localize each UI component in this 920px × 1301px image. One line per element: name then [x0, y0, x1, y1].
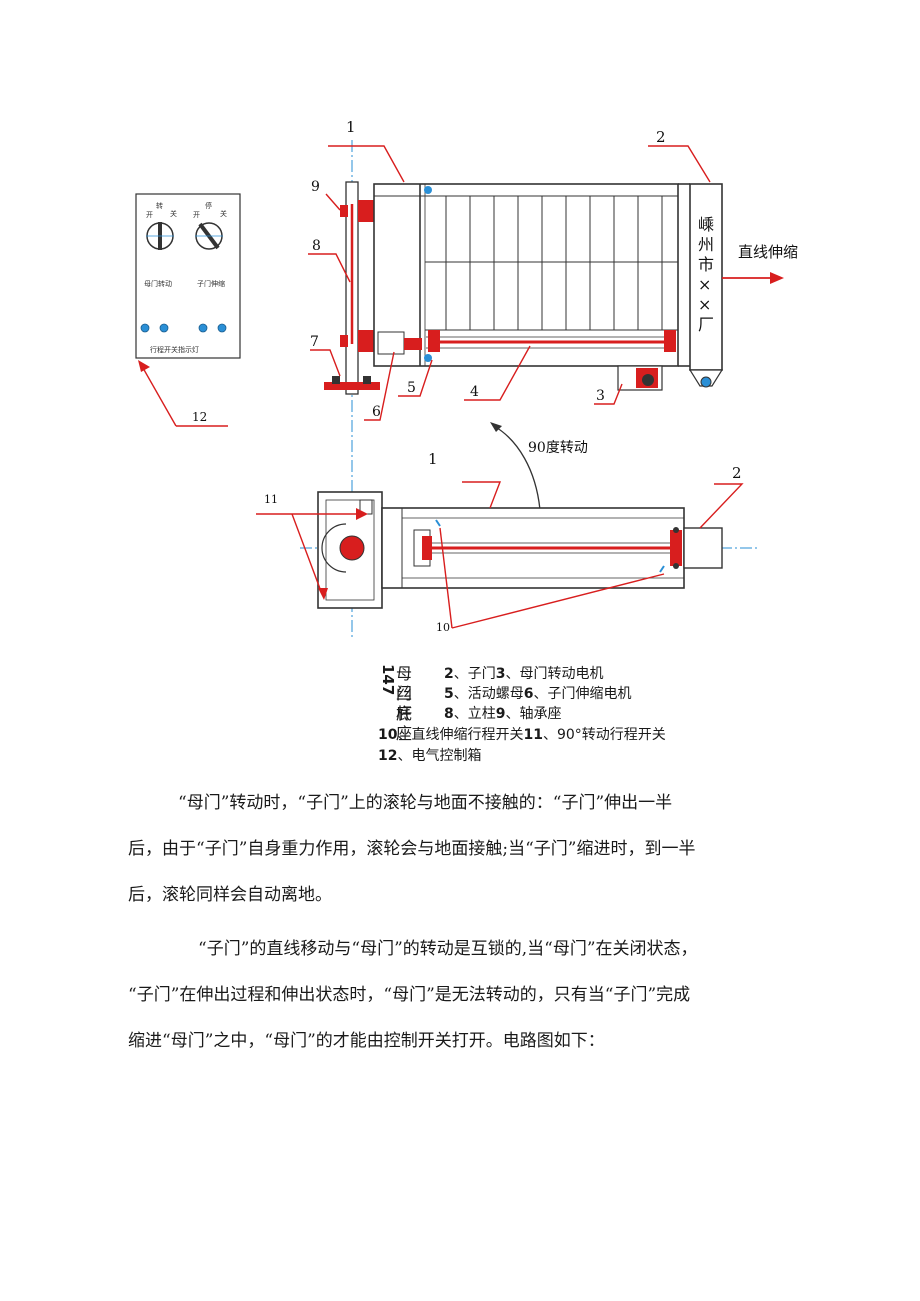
label-8: 8 [312, 238, 321, 254]
legend-row-1: 2、子门3、母门转动电机 [444, 666, 604, 682]
label-1-bottom: 1 [428, 450, 438, 468]
switch1-left-label: 开 [146, 211, 153, 219]
rotate-label: 90度转动 [528, 440, 588, 456]
svg-text:嵊: 嵊 [698, 215, 714, 234]
paragraph-1: “母门”转动时，“子门”上的滚轮与地面不接触的：“子门”伸出一半 后，由于“子门… [128, 788, 798, 918]
label-11: 11 [264, 493, 278, 506]
extend-label: 直线伸缩 [738, 243, 798, 261]
paragraph-2-line-2: “子门”在伸出过程和伸出状态时，“母门”是无法转动的，只有当“子门”完成 [128, 985, 691, 1005]
label-9: 9 [311, 179, 320, 195]
legend-item-mother-door: 母门 [396, 664, 413, 703]
child-door [689, 183, 723, 371]
paragraph-2-line-3: 缩进“母门”之中，“母门”的才能由控制开关打开。电路图如下： [128, 1031, 605, 1051]
control-box: 转 开 关 停 开 关 母门转动 子门伸缩 行程开关指示灯 [135, 193, 241, 359]
paragraph-1-line-1: “母门”转动时，“子门”上的滚轮与地面不接触的：“子门”伸出一半 [178, 793, 673, 813]
svg-text:×: × [698, 295, 711, 314]
legend-item-base: 底座 [396, 704, 413, 743]
label-1-top: 1 [346, 118, 356, 136]
lamp-caption: 行程开关指示灯 [150, 345, 199, 354]
svg-text:×: × [698, 275, 711, 294]
label-6: 6 [372, 404, 381, 420]
label-4: 4 [470, 384, 479, 400]
label-7: 7 [310, 334, 319, 350]
door-grid [425, 196, 678, 331]
label-5: 5 [407, 380, 416, 396]
legend-row-5: 12、电气控制箱 [378, 748, 482, 764]
switch1-top-label: 转 [156, 201, 163, 210]
paragraph-2: “子门”的直线移动与“母门”的转动是互锁的,当“母门”在关闭状态， “子门”在伸… [128, 934, 798, 1064]
label-10: 10 [436, 621, 450, 634]
legend-item-screw-rod: 丝杆 [396, 684, 413, 723]
switch2-top-label: 停 [205, 201, 212, 210]
factory-vertical-text: 嵊 州 市 × × 厂 [698, 215, 714, 334]
paragraph-2-line-1: “子门”的直线移动与“母门”的转动是互锁的,当“母门”在关闭状态， [198, 939, 698, 959]
switch2-left-label: 开 [193, 211, 200, 219]
base [324, 382, 380, 390]
svg-text:州: 州 [698, 235, 714, 254]
legend-row-3: 8、立柱9、轴承座 [444, 706, 562, 722]
switch2-right-label: 关 [220, 209, 227, 218]
label-3: 3 [596, 388, 605, 404]
svg-text:厂: 厂 [698, 315, 714, 334]
paragraph-1-line-3: 后，滚轮同样会自动离地。 [128, 885, 332, 905]
legend-row-2: 5、活动螺母6、子门伸缩电机 [444, 686, 632, 702]
switch1-caption: 母门转动 [144, 279, 172, 288]
paragraph-1-line-2: 后，由于“子门”自身重力作用，滚轮会与地面接触;当“子门”缩进时，到一半 [128, 839, 696, 859]
switch1-right-label: 关 [170, 209, 177, 218]
legend-row-4: 10、直线伸缩行程开关11、90°转动行程开关 [378, 727, 666, 743]
label-2-top: 2 [656, 128, 666, 146]
label-2-bottom: 2 [732, 464, 742, 482]
indicator-lamps [140, 323, 227, 333]
pivot-shaft [339, 535, 365, 561]
mechanical-diagram: 转 开 关 停 开 关 母门转动 子门伸缩 行程开关指示灯 12 [135, 118, 798, 640]
label-12: 12 [192, 410, 207, 424]
switch2-caption: 子门伸缩 [197, 279, 225, 288]
svg-text:市: 市 [698, 255, 714, 274]
legend-rotated-numbers: 147 [379, 664, 397, 696]
